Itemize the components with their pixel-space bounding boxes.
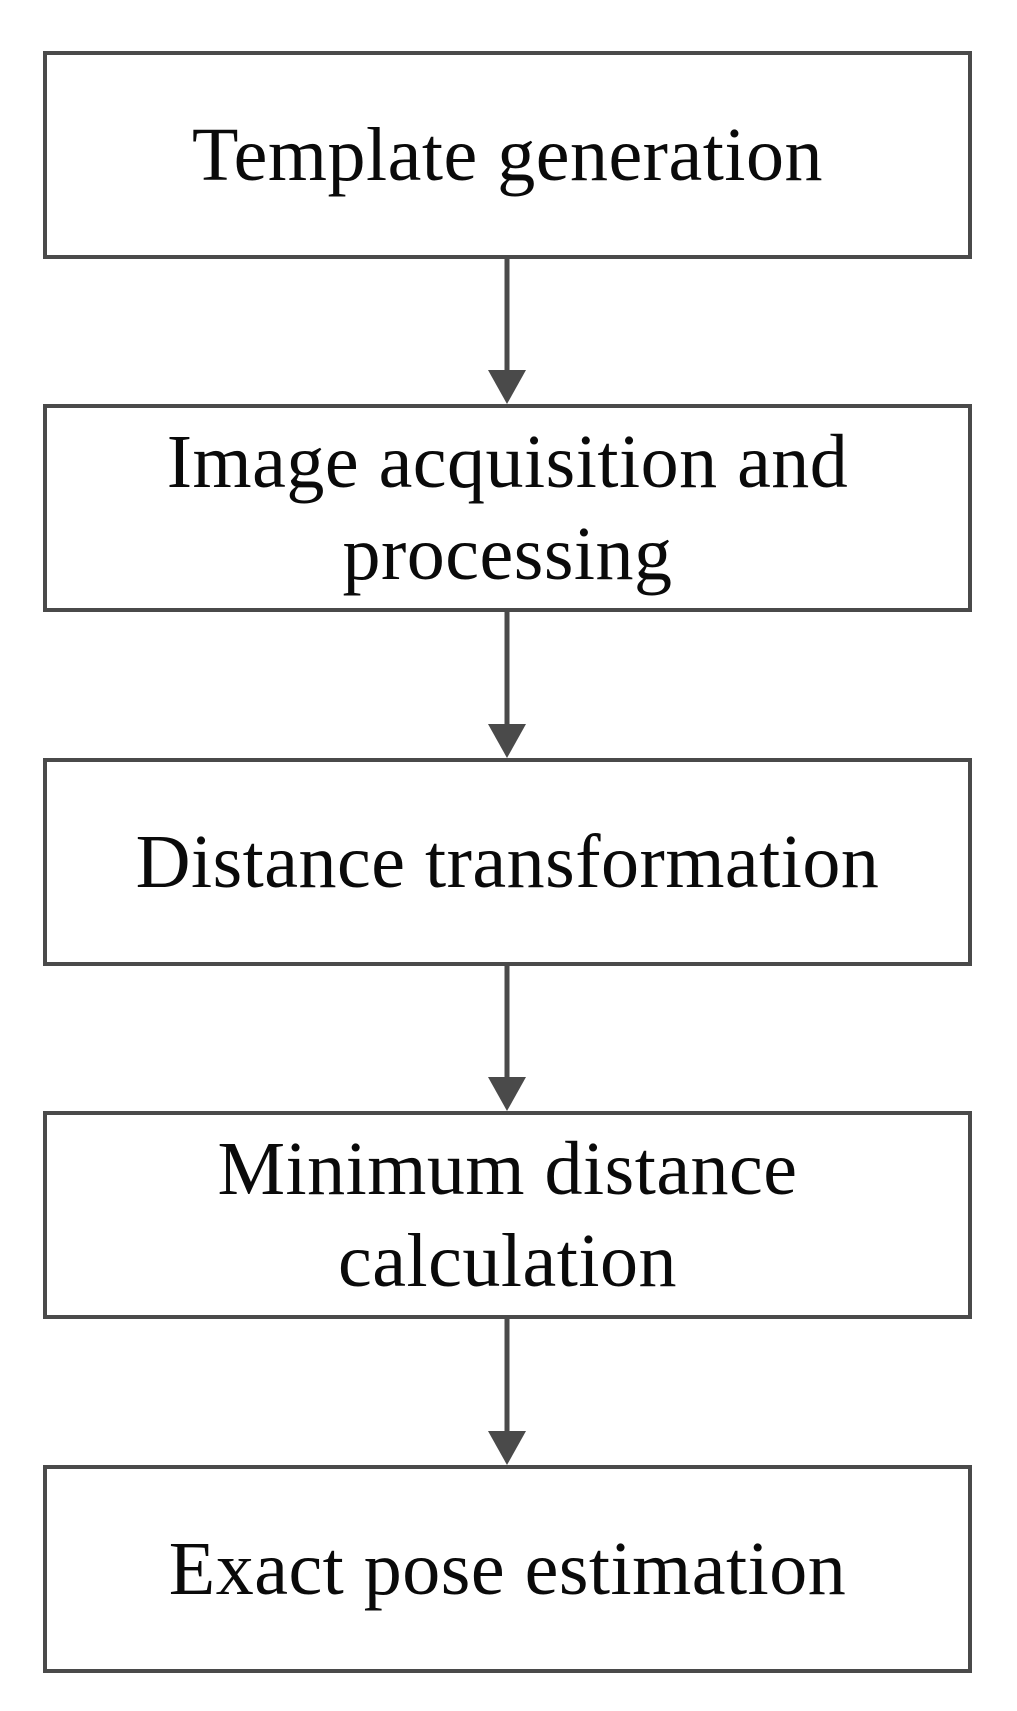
arrow-3-to-4 xyxy=(488,966,526,1111)
step-image-acquisition: Image acquisition and processing xyxy=(43,404,972,612)
arrow-2-to-3 xyxy=(488,612,526,758)
step-label: Template generation xyxy=(192,113,823,197)
step-exact-pose-estimation: Exact pose estimation xyxy=(43,1465,972,1673)
step-label: Exact pose estimation xyxy=(168,1527,847,1611)
step-label: Distance transformation xyxy=(135,820,880,904)
step-label: Image acquisition and processing xyxy=(166,420,849,596)
step-label: Minimum distance calculation xyxy=(217,1127,798,1303)
step-minimum-distance: Minimum distance calculation xyxy=(43,1111,972,1319)
step-template-generation: Template generation xyxy=(43,51,972,259)
arrow-1-to-2 xyxy=(488,259,526,404)
arrow-4-to-5 xyxy=(488,1319,526,1465)
step-distance-transformation: Distance transformation xyxy=(43,758,972,966)
